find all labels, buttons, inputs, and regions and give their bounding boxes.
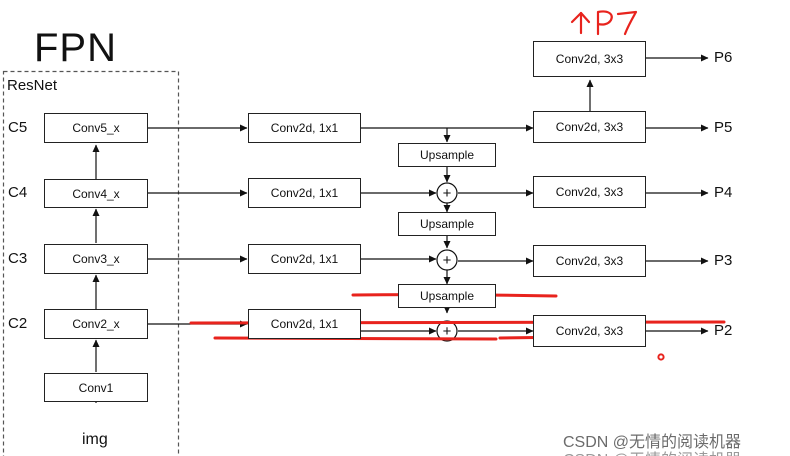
csdn-watermark: CSDN @无情的阅读机器 bbox=[563, 434, 742, 451]
conv4-block: Conv4_x bbox=[44, 179, 148, 208]
csdn-watermark-faded: CSDN @无情的阅读机器 bbox=[563, 446, 741, 456]
output-conv-p3: Conv2d, 3x3 bbox=[533, 245, 646, 277]
conv2-block: Conv2_x bbox=[44, 309, 148, 339]
output-label-p2: P2 bbox=[714, 322, 733, 339]
upsample-3: Upsample bbox=[398, 284, 496, 308]
output-label-p4: P4 bbox=[714, 184, 733, 201]
output-label-p5: P5 bbox=[714, 119, 733, 136]
level-label-c2: C2 bbox=[8, 315, 28, 332]
add-node-4 bbox=[436, 182, 458, 204]
add-node-3 bbox=[436, 249, 458, 271]
upsample-1: Upsample bbox=[398, 143, 496, 167]
output-conv-p5: Conv2d, 3x3 bbox=[533, 111, 646, 143]
level-label-c3: C3 bbox=[8, 250, 28, 267]
add-nodes bbox=[436, 182, 458, 342]
plus-icon: + bbox=[442, 251, 452, 269]
top-down-arrows bbox=[361, 124, 534, 335]
conv1-block: Conv1 bbox=[44, 373, 148, 402]
conv5-block: Conv5_x bbox=[44, 113, 148, 143]
lateral-conv-c4: Conv2d, 1x1 bbox=[248, 178, 361, 208]
output-arrows bbox=[586, 54, 709, 335]
conv3-block: Conv3_x bbox=[44, 244, 148, 274]
output-conv-p4: Conv2d, 3x3 bbox=[533, 176, 646, 208]
lateral-conv-c3: Conv2d, 1x1 bbox=[248, 244, 361, 274]
output-label-p3: P3 bbox=[714, 252, 733, 269]
level-label-c4: C4 bbox=[8, 184, 28, 201]
level-label-c5: C5 bbox=[8, 119, 28, 136]
backbone-frame bbox=[2, 70, 180, 456]
lateral-conv-c2: Conv2d, 1x1 bbox=[248, 309, 361, 339]
red-dot bbox=[657, 353, 665, 361]
plus-icon: + bbox=[442, 184, 452, 202]
upsample-2: Upsample bbox=[398, 212, 496, 236]
plus-icon: + bbox=[442, 322, 452, 340]
add-node-2 bbox=[436, 320, 458, 342]
output-label-p6: P6 bbox=[714, 49, 733, 66]
lateral-conv-c5: Conv2d, 1x1 bbox=[248, 113, 361, 143]
input-image-label: img bbox=[82, 431, 108, 448]
backbone-label: ResNet bbox=[7, 77, 58, 94]
output-conv-p6: Conv2d, 3x3 bbox=[533, 41, 646, 77]
output-conv-p2: Conv2d, 3x3 bbox=[533, 315, 646, 347]
diagram-title: FPN bbox=[34, 26, 117, 70]
